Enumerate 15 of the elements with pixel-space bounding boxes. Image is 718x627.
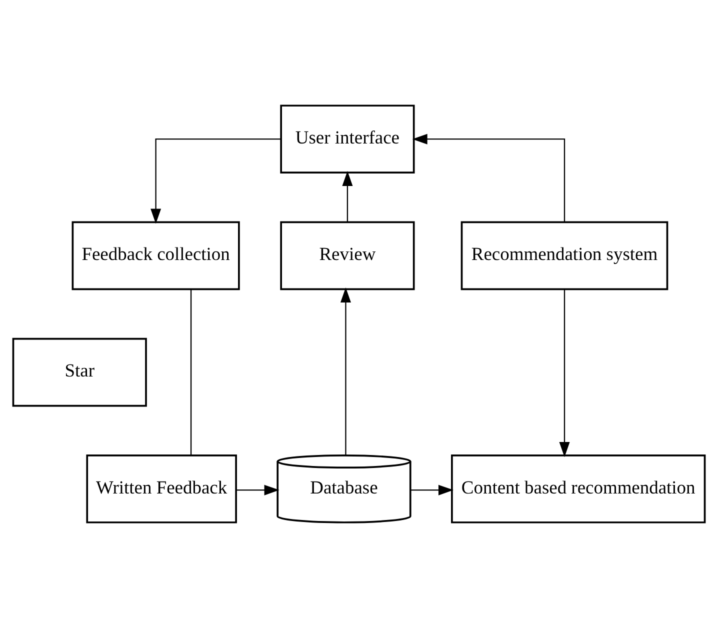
node-box: Recommendation system <box>460 220 668 290</box>
arrow <box>342 170 353 222</box>
arrow <box>410 484 454 495</box>
arrow <box>340 287 351 454</box>
node-box: Feedback collection <box>72 220 240 290</box>
connector <box>190 289 192 455</box>
node-box: Star <box>12 337 147 406</box>
node-box: User interface <box>280 104 415 173</box>
arrow <box>236 484 280 495</box>
arrow <box>150 138 281 224</box>
arrow <box>412 133 566 222</box>
node-box: Written Feedback <box>86 454 237 523</box>
node-box: Review <box>280 220 415 290</box>
node-box: Content based recommendation <box>451 454 706 523</box>
arrow <box>559 289 570 457</box>
